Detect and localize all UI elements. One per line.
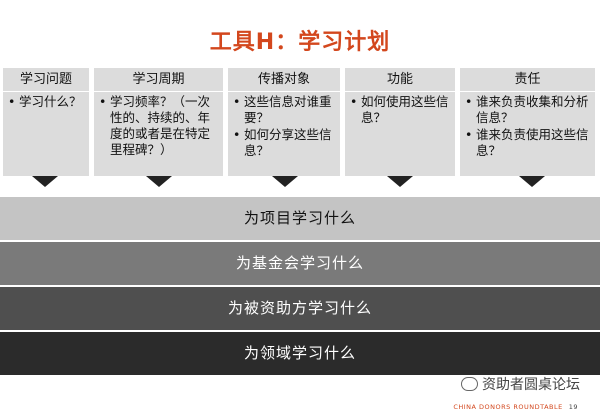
- column-learning-question: 学习问题 • 学习什么？: [3, 68, 89, 176]
- down-arrow-icon: [146, 176, 172, 187]
- bullet-icon: •: [233, 94, 241, 109]
- column-responsibility: 责任 • 谁来负责收集和分析信息？ • 谁来负责使用这些信息？: [460, 68, 595, 176]
- down-arrow-icon: [272, 176, 298, 187]
- column-header: 传播对象: [228, 68, 340, 92]
- down-arrow-icon: [387, 176, 413, 187]
- column-header: 功能: [345, 68, 455, 92]
- wechat-icon: [461, 377, 478, 391]
- band-field: 为领域学习什么: [0, 332, 600, 375]
- column-item-text: 谁来负责使用这些信息？: [476, 127, 589, 158]
- bullet-icon: •: [350, 94, 358, 109]
- band-project: 为项目学习什么: [0, 197, 600, 240]
- column-item: • 如何使用这些信息？: [350, 94, 451, 126]
- column-header: 学习周期: [94, 68, 223, 92]
- column-item-text: 这些信息对谁重要？: [244, 94, 332, 125]
- bullet-icon: •: [99, 94, 107, 109]
- column-item-text: 谁来负责收集和分析信息？: [476, 94, 589, 125]
- column-item-text: 学习频率？（一次性的、持续的、年度的或者是在特定里程碑？）: [110, 94, 211, 157]
- bullet-icon: •: [8, 94, 16, 109]
- column-header: 责任: [460, 68, 595, 92]
- slide-title: 工具H：学习计划: [209, 30, 391, 55]
- learning-plan-columns: 学习问题 • 学习什么？ 学习周期 • 学习频率？（一次性的、持续的、年度的或者…: [0, 68, 600, 187]
- band-grantee: 为被资助方学习什么: [0, 287, 600, 330]
- column-function: 功能 • 如何使用这些信息？: [345, 68, 455, 176]
- bullet-icon: •: [465, 127, 473, 142]
- footer-logo-text: 资助者圆桌论坛: [482, 377, 580, 393]
- column-item-text: 如何使用这些信息？: [361, 94, 449, 125]
- bullet-icon: •: [465, 94, 473, 109]
- down-arrow-icon: [32, 176, 58, 187]
- column-item: • 这些信息对谁重要？: [233, 94, 336, 126]
- column-learning-cycle: 学习周期 • 学习频率？（一次性的、持续的、年度的或者是在特定里程碑？）: [94, 68, 223, 176]
- column-item: • 谁来负责收集和分析信息？: [465, 94, 591, 126]
- column-item-text: 如何分享这些信息？: [244, 127, 332, 158]
- column-item: • 学习什么？: [8, 94, 85, 110]
- bullet-icon: •: [233, 127, 241, 142]
- footer-subtitle: CHINA DONORS ROUNDTABLE 19: [453, 403, 578, 411]
- column-item: • 学习频率？（一次性的、持续的、年度的或者是在特定里程碑？）: [99, 94, 219, 158]
- column-audience: 传播对象 • 这些信息对谁重要？ • 如何分享这些信息？: [228, 68, 340, 176]
- footer-logo: 资助者圆桌论坛: [461, 374, 580, 394]
- column-item-text: 学习什么？: [19, 94, 82, 109]
- column-header: 学习问题: [3, 68, 89, 92]
- column-item: • 如何分享这些信息？: [233, 127, 336, 159]
- down-arrow-icon: [519, 176, 545, 187]
- footer-org-name: CHINA DONORS ROUNDTABLE: [453, 403, 563, 411]
- column-item: • 谁来负责使用这些信息？: [465, 127, 591, 159]
- page-number: 19: [568, 403, 578, 411]
- band-foundation: 为基金会学习什么: [0, 242, 600, 285]
